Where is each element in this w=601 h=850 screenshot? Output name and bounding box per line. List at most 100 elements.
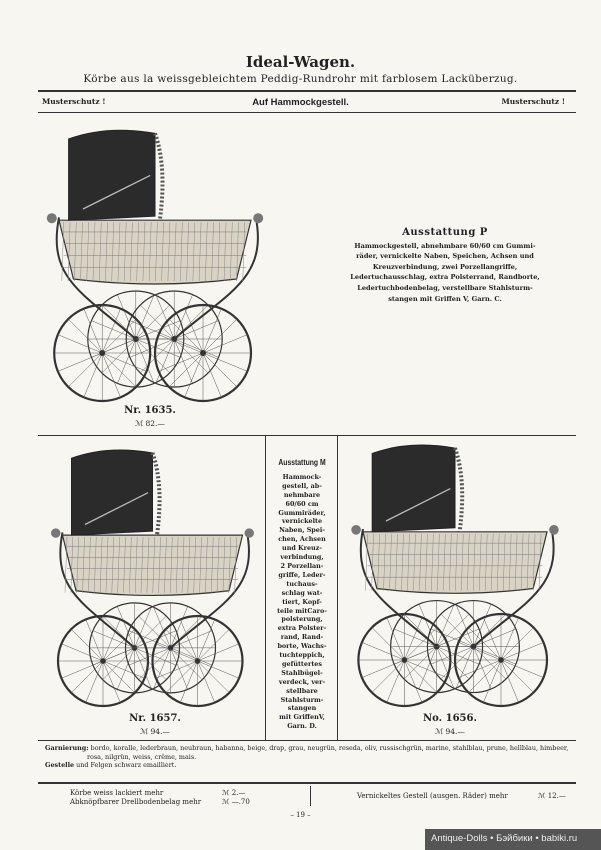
wheel-spoke — [404, 659, 423, 703]
wheel-spoke — [458, 642, 502, 661]
wheel-spoke — [174, 338, 219, 358]
text-line: Stahlsturm- — [280, 695, 324, 704]
text-line: stangen mit Griffen V, Garn. C. — [388, 294, 502, 303]
wheel-spoke — [135, 294, 155, 340]
wheel-spoke — [197, 643, 240, 662]
wheel-spoke — [135, 338, 181, 358]
wheel-spoke — [404, 627, 438, 661]
wheel-spoke — [440, 613, 474, 647]
garnierung-colors: bordo, koralle, lederbraun, neubraun, ha… — [87, 744, 569, 761]
wheel-spoke — [458, 659, 502, 678]
wheel-spoke — [436, 646, 480, 665]
wheel-spoke — [500, 659, 544, 678]
text-line: gestell, ab- — [282, 481, 322, 490]
frame-spring — [55, 217, 137, 340]
text-line: gefüttertes — [282, 659, 322, 668]
divider — [38, 112, 576, 113]
text-line: Ledertuchbodenbelag, verstellbare Stahls… — [357, 283, 533, 292]
wheel-spoke — [158, 352, 204, 372]
extra-price: ℳ 12.— — [538, 792, 566, 800]
wheel-spoke — [102, 318, 137, 354]
wheel-spoke — [85, 619, 104, 662]
ausstattung-p-title: Ausstattung P — [402, 227, 488, 238]
pram-illustration-1635 — [46, 129, 264, 403]
pram-illustration-1656 — [351, 444, 559, 708]
wheel-hub — [100, 658, 106, 664]
wheel-hub — [498, 657, 504, 663]
wheel-spoke — [134, 647, 167, 680]
text-line: nehmbare — [283, 490, 321, 499]
wheel-spoke — [197, 660, 240, 679]
wheel-spoke — [83, 308, 103, 354]
wheel-spoke — [153, 647, 171, 690]
wheel-spoke — [117, 294, 137, 340]
divider — [38, 740, 576, 741]
handle-right — [244, 528, 254, 538]
wheel-spoke — [155, 294, 175, 340]
text-line: borte, Wachs- — [277, 642, 327, 651]
wheel-spoke — [134, 615, 167, 649]
hood-wicker-edge — [150, 452, 162, 536]
wheel-spoke — [483, 659, 502, 703]
text-line: und Kreuz- — [282, 544, 322, 553]
wheel-spoke — [102, 660, 121, 703]
wheel-spoke — [430, 646, 474, 665]
wheel-spoke — [202, 334, 248, 354]
wheel-spoke — [436, 613, 470, 647]
wheel-hub — [194, 658, 201, 664]
text-line: 2 Porzellan- — [280, 561, 324, 570]
wheel-spoke — [473, 628, 516, 647]
wheel-spoke — [102, 629, 135, 662]
page-subtitle: Körbe aus la weissgebleichtem Peddig-Run… — [83, 73, 518, 85]
wheel-spoke — [170, 606, 188, 648]
wheel-spoke — [68, 318, 103, 354]
handle-left — [351, 525, 361, 535]
wheel-spoke — [202, 352, 238, 388]
wheel-spoke — [394, 628, 437, 647]
frame-spring — [359, 528, 438, 648]
wheel-spoke — [418, 646, 437, 690]
wheel-spoke — [361, 659, 405, 678]
wheel-spoke — [403, 646, 437, 680]
wheel-spoke — [180, 660, 198, 703]
wheel-spoke — [129, 320, 175, 340]
wheel-spoke — [165, 660, 198, 693]
hood-wicker-edge — [453, 447, 465, 533]
handle-left — [46, 213, 57, 224]
text-line: stangen — [287, 704, 317, 713]
wheel-spoke — [138, 615, 171, 649]
product-number: Nr. 1635. — [124, 405, 176, 416]
frame-spring — [169, 532, 250, 649]
wheel-spoke — [184, 308, 204, 354]
wheel-spoke — [440, 646, 474, 680]
wheel-spoke — [436, 603, 455, 647]
wheel-spoke — [140, 338, 175, 374]
pram-illustration-1657 — [51, 449, 254, 708]
wheel-spoke — [202, 352, 248, 372]
wheel-spoke — [57, 352, 103, 372]
wheel-spoke — [135, 338, 155, 384]
wheel-spoke — [468, 627, 502, 661]
wheel-spoke — [71, 660, 104, 693]
wheel-spoke — [134, 647, 152, 690]
wheel-spoke — [101, 352, 121, 398]
text-line: Gummiräder, — [278, 508, 326, 517]
wheel-spoke — [85, 660, 104, 703]
wheel-spoke — [170, 630, 213, 649]
wheel-spoke — [455, 646, 474, 690]
wheel-spoke — [418, 603, 437, 647]
gestelle-label: Gestelle — [45, 761, 75, 770]
wheel-spoke — [473, 646, 516, 665]
wheel-spoke — [165, 629, 198, 662]
product-price: ℳ 94.— — [140, 727, 170, 736]
wheel-spoke — [101, 308, 121, 354]
wheel-spoke — [173, 294, 193, 340]
text-line: stellbare — [286, 686, 318, 695]
text-line: tiert, Kopf- — [282, 597, 322, 606]
hood-strut — [82, 174, 151, 210]
wheel-spoke — [155, 660, 198, 679]
wheel-spoke — [102, 352, 147, 372]
text-line: schlag wat- — [281, 588, 323, 597]
wheel-spoke — [386, 617, 405, 661]
